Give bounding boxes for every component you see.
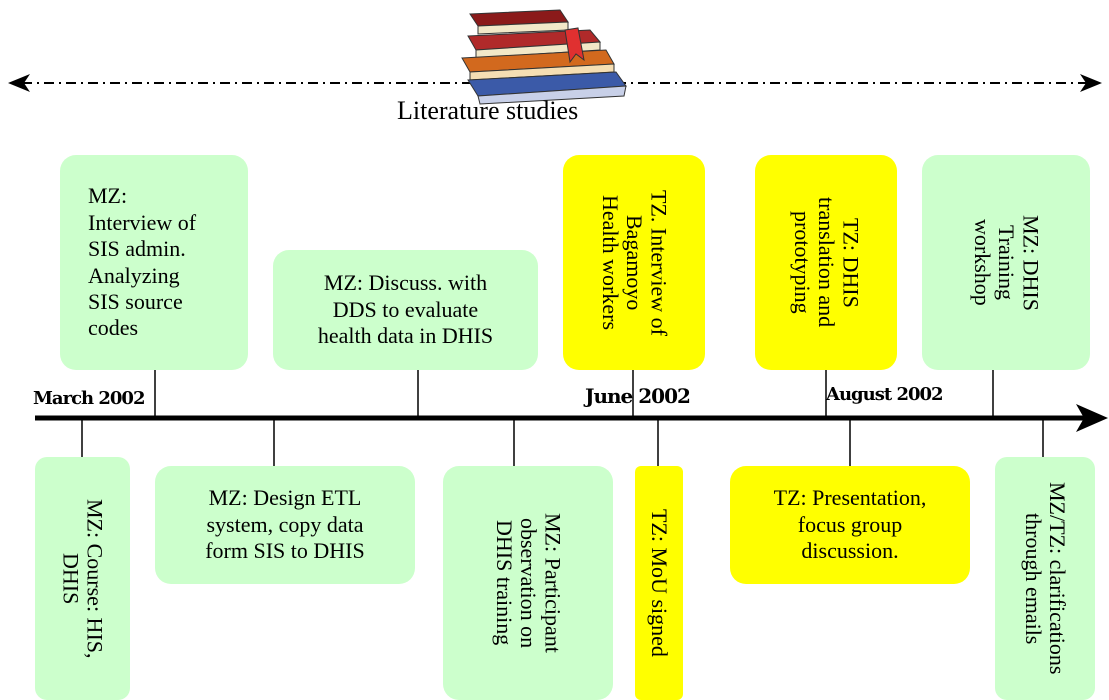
event-lower-email-clarifications: MZ/TZ: clarifications through emails <box>995 457 1095 700</box>
event-upper-translation-text: TZ: DHIS translation and prototyping <box>789 197 864 328</box>
event-upper-bagamoyo-interview: TZ. Interview of Bagamoyo Health workers <box>563 155 705 370</box>
event-lower-his-course: MZ: Course: HIS, DHIS <box>35 457 130 700</box>
event-lower-mou-text: TZ: MoU signed <box>647 509 673 657</box>
event-upper-dhis-translation: TZ: DHIS translation and prototyping <box>755 155 897 370</box>
event-upper-sis-interview: MZ: Interview of SIS admin. Analyzing SI… <box>60 155 248 370</box>
event-lower-email-text: MZ/TZ: clarifications through emails <box>1021 482 1071 675</box>
label-june-2002: June 2002 <box>585 384 691 408</box>
literature-arrow-right-head <box>1080 74 1102 92</box>
timeline-arrow-head <box>1076 404 1108 432</box>
event-lower-participant-observation: MZ: Participant observation on DHIS trai… <box>443 466 613 700</box>
label-august-2002: August 2002 <box>826 384 944 405</box>
event-lower-observation-text: MZ: Participant observation on DHIS trai… <box>491 513 566 653</box>
event-lower-presentation: TZ: Presentation, focus group discussion… <box>730 466 970 584</box>
event-upper-bagamoyo-text: TZ. Interview of Bagamoyo Health workers <box>597 189 672 336</box>
event-upper-training-workshop: MZ: DHIS Training workshop <box>922 155 1090 370</box>
label-march-2002: March 2002 <box>33 388 145 409</box>
literature-arrow-left-head <box>8 74 30 92</box>
event-upper-dds-discussion: MZ: Discuss. with DDS to evaluate health… <box>273 250 538 370</box>
event-lower-etl-design: MZ: Design ETL system, copy data form SI… <box>155 466 415 584</box>
literature-studies-label: Literature studies <box>397 96 579 125</box>
event-lower-mou-signed: TZ: MoU signed <box>635 466 683 700</box>
event-lower-course-text: MZ: Course: HIS, DHIS <box>58 498 108 659</box>
books-icon <box>461 9 627 105</box>
event-upper-workshop-text: MZ: DHIS Training workshop <box>969 214 1044 311</box>
